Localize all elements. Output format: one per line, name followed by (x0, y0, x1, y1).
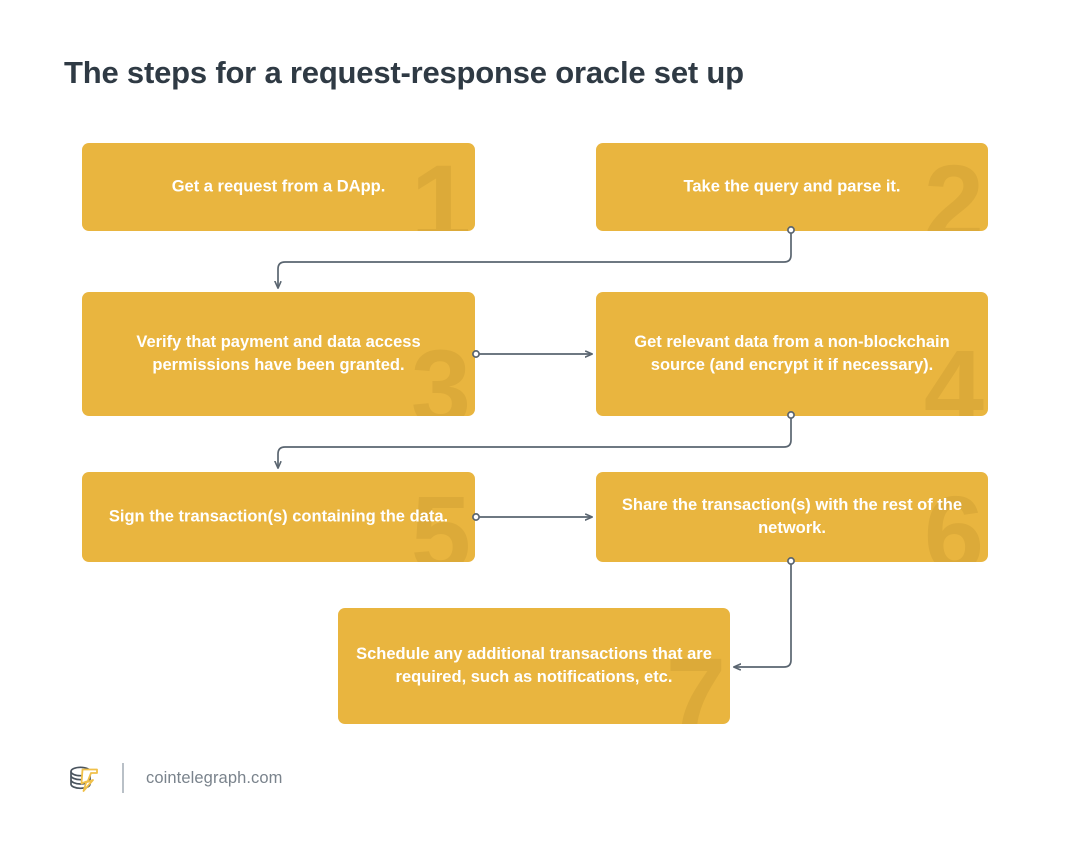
step-label-1: Get a request from a DApp. (171, 177, 386, 196)
step-box-1: 1 Get a request from a DApp. (82, 143, 475, 231)
step-box-4: 4 Get relevant data from a non-blockchai… (596, 292, 988, 416)
connector-5-to-6 (472, 513, 592, 521)
step-label-5: Sign the transaction(s) containing the d… (108, 507, 449, 526)
step-box-2: 2 Take the query and parse it. (596, 143, 988, 231)
step-label-3: Verify that payment and data access perm… (136, 333, 421, 374)
step-label-2: Take the query and parse it. (683, 177, 901, 196)
step-label-7: Schedule any additional transactions tha… (356, 645, 712, 686)
step-label-4: Get relevant data from a non-blockchain … (634, 333, 950, 374)
footer-divider (122, 763, 124, 793)
page-title: The steps for a request-response oracle … (64, 55, 744, 90)
connector-4-to-5 (278, 411, 795, 468)
footer: cointelegraph.com (64, 757, 283, 799)
step-box-5: 5 Sign the transaction(s) containing the… (82, 472, 475, 562)
step-box-3: 3 Verify that payment and data access pe… (82, 292, 475, 416)
connector-2-to-3 (278, 226, 795, 288)
step-box-6: 6 Share the transaction(s) with the rest… (596, 472, 988, 562)
connector-3-to-4 (472, 350, 592, 358)
step-box-7: 7 Schedule any additional transactions t… (338, 608, 730, 724)
step-label-6: Share the transaction(s) with the rest o… (621, 496, 963, 537)
footer-site-label: cointelegraph.com (146, 768, 283, 787)
cointelegraph-logo-icon (70, 766, 98, 792)
connector-6-to-7 (734, 557, 795, 667)
